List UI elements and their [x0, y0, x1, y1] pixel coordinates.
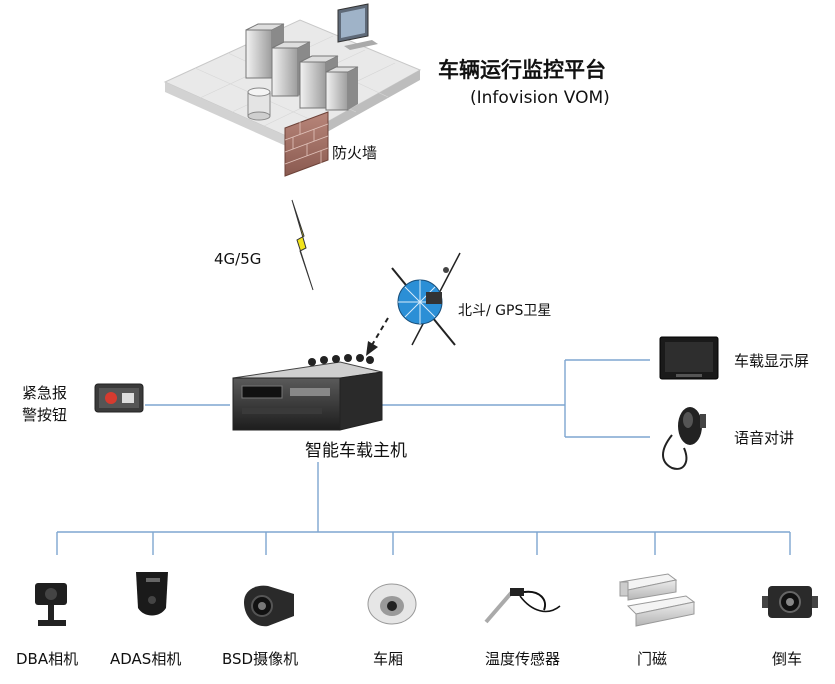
- monitor-icon: [659, 336, 719, 380]
- right-device-label-intercom: 语音对讲: [734, 429, 795, 447]
- vehicle-host-icon: [232, 354, 383, 431]
- bottom-device-label-cabin: 车厢: [373, 650, 404, 668]
- door-magnet-icon: [618, 573, 696, 627]
- admin-monitor: [337, 3, 378, 50]
- lightning-icon: [291, 199, 314, 291]
- dome-camera-icon: [367, 583, 417, 625]
- adas-camera-icon: [136, 572, 168, 616]
- firewall-label: 防火墙: [332, 144, 378, 162]
- arrow-head: [366, 341, 378, 356]
- server-tower-4: [325, 66, 359, 111]
- platform-server-room: [163, 3, 422, 150]
- host-label: 智能车载主机: [305, 441, 407, 461]
- bottom-device-label-bsd: BSD摄像机: [222, 650, 299, 668]
- server-tower-3: [299, 55, 339, 109]
- storage-cylinder: [247, 87, 271, 121]
- bottom-device-label-dba: DBA相机: [16, 650, 79, 668]
- bsd-camera-icon: [244, 585, 294, 627]
- emergency-label-line2: 警按钮: [22, 406, 68, 424]
- connector-lines: [56, 359, 791, 555]
- satellite-label: 北斗/ GPS卫星: [458, 303, 552, 319]
- bottom-device-label-door: 门磁: [637, 650, 668, 668]
- right-device-label-monitor: 车载显示屏: [734, 352, 810, 370]
- bottom-device-label-adas: ADAS相机: [110, 650, 182, 668]
- bottom-device-label-temperature: 温度传感器: [485, 650, 561, 668]
- dba-camera-icon: [35, 583, 67, 626]
- emergency-button-icon: [94, 383, 144, 413]
- reverse-camera-icon: [762, 586, 818, 618]
- temperature-sensor-icon: [484, 588, 561, 624]
- bottom-device-label-reverse: 倒车: [772, 650, 803, 668]
- microphone-icon: [662, 407, 706, 470]
- platform-title: 车辆运行监控平台: [438, 58, 606, 82]
- emergency-label-line1: 紧急报: [22, 384, 68, 402]
- firewall-wall: [284, 111, 329, 177]
- satellite-signal-arrow: [371, 317, 389, 346]
- platform-subtitle: (Infovision VOM): [470, 88, 610, 108]
- network-label: 4G/5G: [214, 250, 262, 268]
- satellite-icon: [391, 252, 461, 346]
